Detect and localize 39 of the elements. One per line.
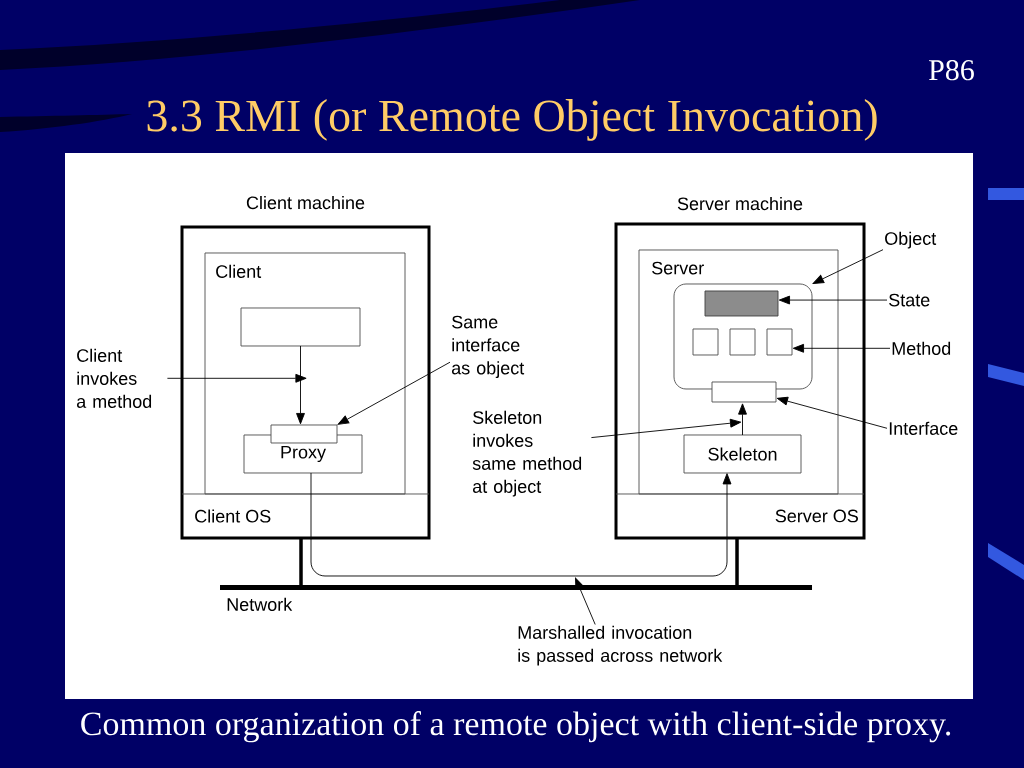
annotation: Skeleton invokes same method at object xyxy=(472,410,582,497)
os-band: Server OS xyxy=(615,493,865,523)
annotation: State xyxy=(889,293,930,307)
annotation: Marshalled invocation is passed across network xyxy=(518,625,723,666)
method-box xyxy=(766,328,793,356)
empty-box xyxy=(240,307,361,347)
box-heading: Client machine xyxy=(246,195,365,210)
arrow xyxy=(722,473,732,517)
interface-box xyxy=(711,381,777,403)
leader-arrow xyxy=(590,418,742,439)
method-box xyxy=(692,328,719,356)
annotation: Interface xyxy=(889,421,958,435)
figure-caption: Common organization of a remote object with client-side proxy. xyxy=(81,711,951,743)
page-number: P86 xyxy=(929,60,974,81)
slide-title: 3.3 RMI (or Remote Object Invocation) xyxy=(147,99,877,141)
annotation: Client invokes a method xyxy=(76,348,152,408)
leader-arrow xyxy=(337,361,451,425)
leader-arrow xyxy=(776,396,888,429)
leader-arrow xyxy=(166,373,307,383)
network-label: Network xyxy=(227,597,293,611)
os-band: Client OS xyxy=(181,493,430,523)
leader-arrow xyxy=(778,295,888,305)
interface-box xyxy=(270,424,338,444)
arrow xyxy=(738,403,747,436)
network-link xyxy=(735,538,739,585)
annotation: Same interface as object xyxy=(452,315,525,378)
connector-line xyxy=(310,472,312,517)
leader-arrow xyxy=(792,343,891,353)
arrow xyxy=(296,345,305,425)
leader-arrow xyxy=(575,577,596,625)
box-heading: Server machine xyxy=(677,196,803,211)
skeleton-box: Skeleton xyxy=(683,434,802,474)
state-box xyxy=(704,290,779,317)
annotation: Object xyxy=(885,231,937,249)
leader-arrow xyxy=(812,249,884,284)
network-link xyxy=(299,538,303,585)
annotation: Method xyxy=(892,341,951,355)
connector-line xyxy=(310,515,728,577)
method-box xyxy=(729,328,756,356)
